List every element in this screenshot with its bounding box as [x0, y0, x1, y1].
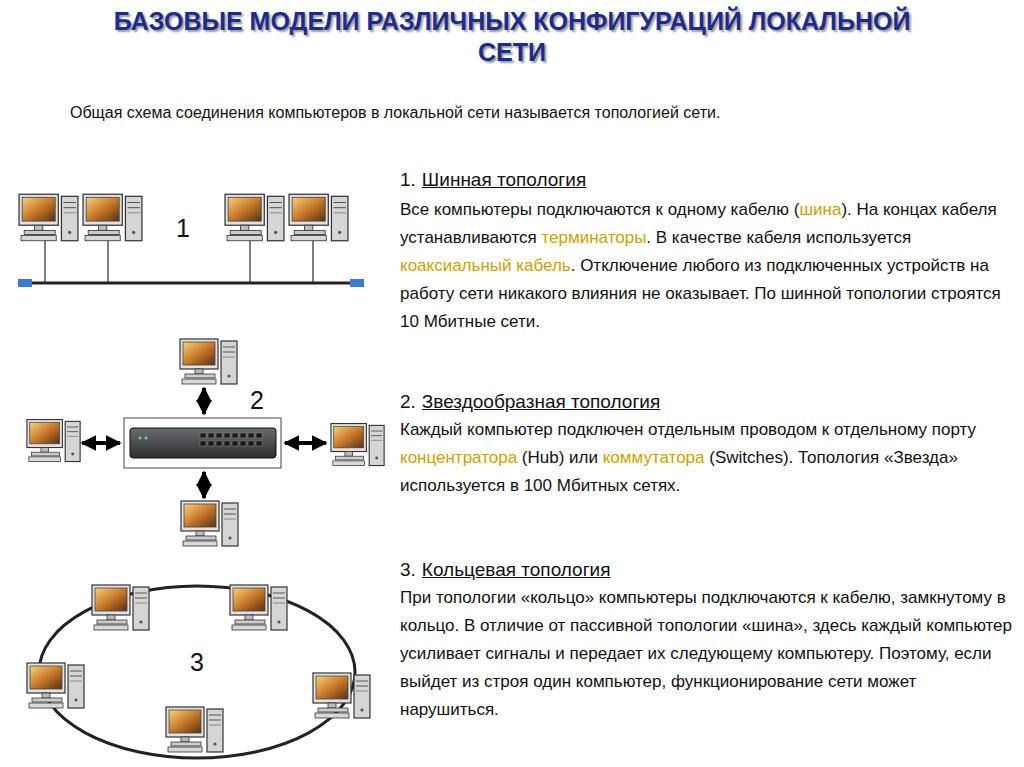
body-text: При топологии «кольцо» компьютеры подклю…	[400, 588, 1012, 719]
bus-topology	[18, 194, 364, 287]
text-block: 2. Звездообразная топология	[400, 388, 660, 416]
computer-icon	[166, 707, 223, 752]
body-text: (Hub) или	[517, 448, 603, 467]
computer-icon	[331, 424, 384, 466]
highlight-term: шина	[799, 200, 841, 219]
terminator	[350, 279, 364, 287]
computer-icon	[180, 339, 237, 384]
section-number: 3.	[400, 559, 416, 580]
computer-icon	[289, 194, 348, 241]
text-block: 2	[250, 386, 280, 414]
callout-number: 1	[176, 214, 190, 242]
callout-number: 3	[190, 648, 204, 676]
section-number: 1.	[400, 169, 416, 190]
body-text: . В качестве кабеля используется	[646, 228, 911, 247]
computer-icon	[83, 194, 142, 241]
highlight-term: коммутатора	[603, 448, 705, 467]
computer-icon	[181, 501, 238, 546]
highlight-term: терминаторы	[541, 228, 646, 247]
star-topology	[27, 339, 384, 546]
text-block: 3	[190, 648, 220, 676]
slide-title: БАЗОВЫЕ МОДЕЛИ РАЗЛИЧНЫХ КОНФИГУРАЦИЙ ЛО…	[112, 6, 912, 68]
section-heading: Звездообразная топология	[422, 391, 660, 412]
text-block: Общая схема соединения компьютеров в лок…	[70, 102, 970, 124]
text-block: 1. Шинная топология	[400, 166, 586, 194]
text-block: 3. Кольцевая топология	[400, 556, 611, 584]
highlight-term: коаксиальный кабель	[400, 256, 571, 275]
computer-icon	[230, 585, 287, 630]
computer-icon	[19, 194, 78, 241]
computer-icon	[225, 194, 284, 241]
subtitle: Общая схема соединения компьютеров в лок…	[70, 104, 720, 121]
computer-icon	[27, 420, 80, 462]
section-heading: Кольцевая топология	[422, 559, 611, 580]
computer-icon	[313, 673, 370, 718]
callout-number: 2	[250, 386, 264, 414]
terminator	[18, 279, 32, 287]
text-block: Все компьютеры подключаются к одному каб…	[400, 196, 1015, 336]
section-heading: Шинная топология	[422, 169, 586, 190]
text-block: 1	[176, 214, 206, 242]
ring-topology	[27, 585, 370, 758]
body-text: Каждый компьютер подключен отдельным про…	[400, 420, 976, 439]
computer-icon	[27, 663, 84, 708]
text-block: При топологии «кольцо» компьютеры подклю…	[400, 584, 1015, 724]
section-number: 2.	[400, 391, 416, 412]
text-block: Каждый компьютер подключен отдельным про…	[400, 416, 1015, 500]
body-text: Все компьютеры подключаются к одному каб…	[400, 200, 799, 219]
computer-icon	[92, 585, 149, 630]
hub-device	[130, 428, 276, 458]
highlight-term: концентратора	[400, 448, 517, 467]
